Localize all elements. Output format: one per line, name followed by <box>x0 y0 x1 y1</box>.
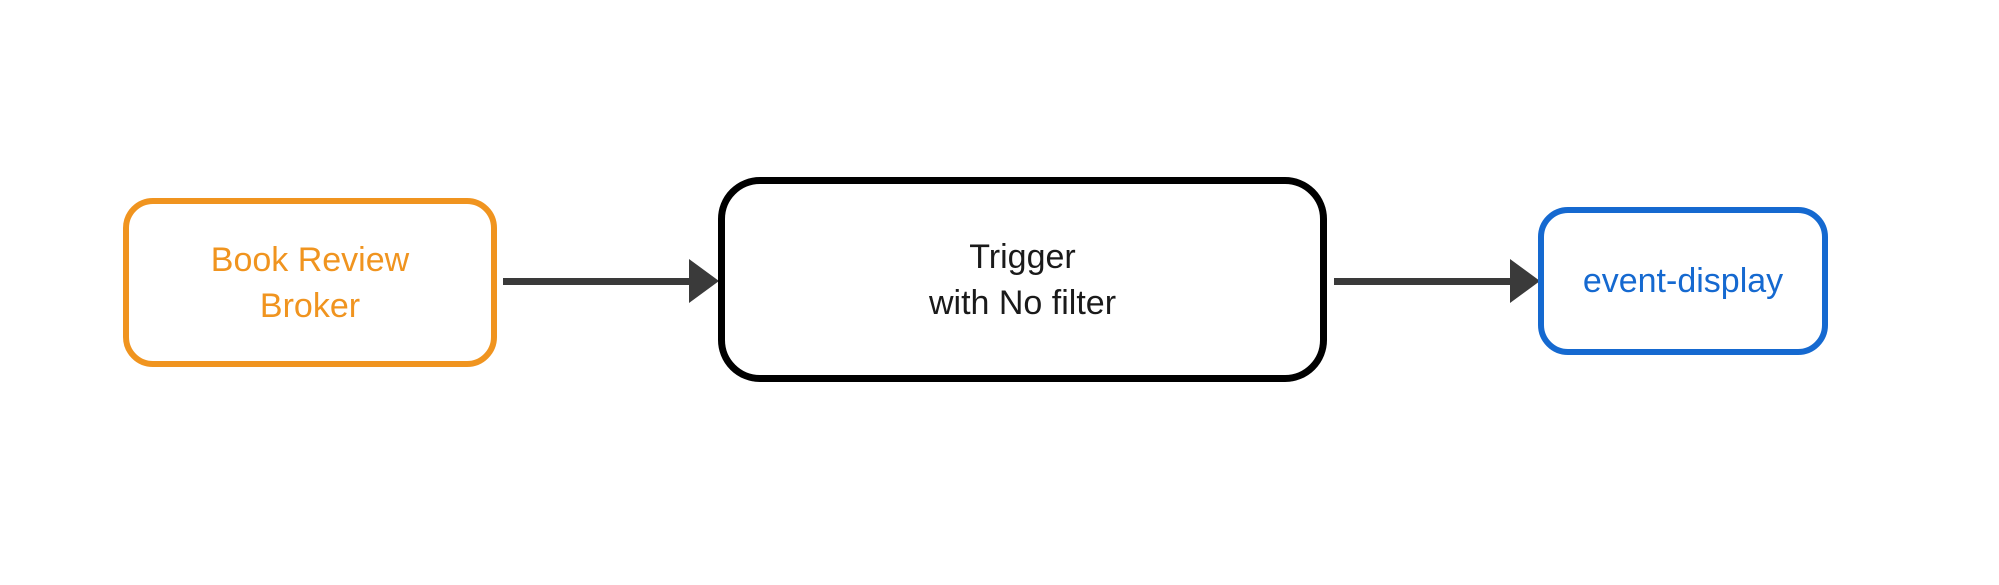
edge-trigger-to-event-display <box>1334 278 1512 285</box>
node-label-line: event-display <box>1582 262 1784 300</box>
node-book-review-broker: Book Review Broker <box>123 198 497 367</box>
node-label-line: with No filter <box>928 283 1117 322</box>
node-label-line: Trigger <box>969 237 1076 276</box>
arrowhead-icon <box>1510 259 1540 303</box>
node-label-line: Book Review <box>210 240 410 279</box>
arrowhead-icon <box>689 259 719 303</box>
edge-broker-to-trigger <box>503 278 691 285</box>
node-trigger-with-no-filter: Trigger with No filter <box>718 177 1327 382</box>
node-label-line: Broker <box>259 286 361 325</box>
node-event-display: event-display <box>1538 207 1828 355</box>
